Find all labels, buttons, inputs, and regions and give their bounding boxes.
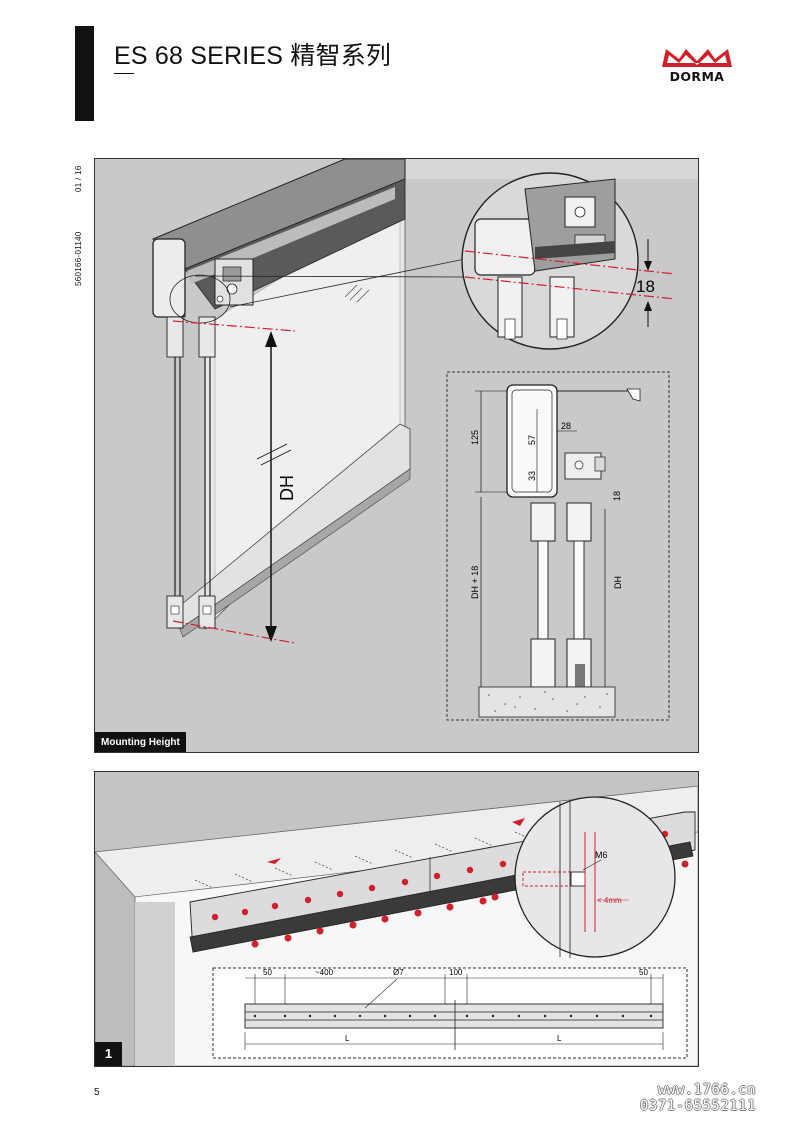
watermark-url: www.1766.cn (657, 1082, 757, 1098)
dim-dh-section: DH (613, 576, 623, 589)
crown-icon (662, 49, 732, 67)
dim-l-left: L (345, 1034, 350, 1043)
watermark-phone: 0371-65552111 (640, 1098, 757, 1114)
dim-l-right: L (557, 1034, 562, 1043)
dorma-logo: DORMA (659, 45, 735, 89)
dim-57: 57 (527, 435, 537, 445)
page-number: 5 (94, 1087, 100, 1098)
dim-7: Ø7 (393, 968, 404, 977)
dh-label: DH (277, 475, 297, 501)
watermark: www.1766.cn 0371-65552111 (640, 1082, 756, 1114)
dim-100: 100 (449, 968, 463, 977)
dim-50-right: 50 (639, 968, 648, 977)
title-underline (114, 73, 134, 74)
gap-label: < 4mm (597, 896, 622, 905)
dim-28: 28 (561, 421, 571, 431)
detail-dim-18: 18 (636, 277, 655, 296)
dim-18-section: 18 (612, 491, 622, 501)
dim-125: 125 (470, 430, 480, 445)
installation-figure: M6 < 4mm 50 ~400 Ø7 100 50 L L 1 (94, 771, 699, 1067)
mounting-height-figure: DH 18 (94, 158, 699, 753)
header-black-bar (75, 26, 94, 121)
figure-caption: Mounting Height (95, 732, 186, 752)
installation-drawing: M6 < 4mm 50 ~400 Ø7 100 50 L L (95, 772, 698, 1066)
document-number: 560166-01140 (74, 231, 83, 286)
dim-33: 33 (527, 471, 537, 481)
dim-dh-18: DH + 18 (470, 566, 480, 599)
page-title: ES 68 SERIES 精智系列 (114, 42, 392, 70)
page-code: 01 / 16 (74, 165, 83, 192)
dim-50-left: 50 (263, 968, 272, 977)
logo-text: DORMA (669, 69, 725, 84)
dim-400: ~400 (315, 968, 334, 977)
bolt-label: M6 (595, 850, 608, 860)
mounting-height-drawing: DH 18 (152, 159, 698, 721)
figure-number: 1 (95, 1042, 122, 1066)
